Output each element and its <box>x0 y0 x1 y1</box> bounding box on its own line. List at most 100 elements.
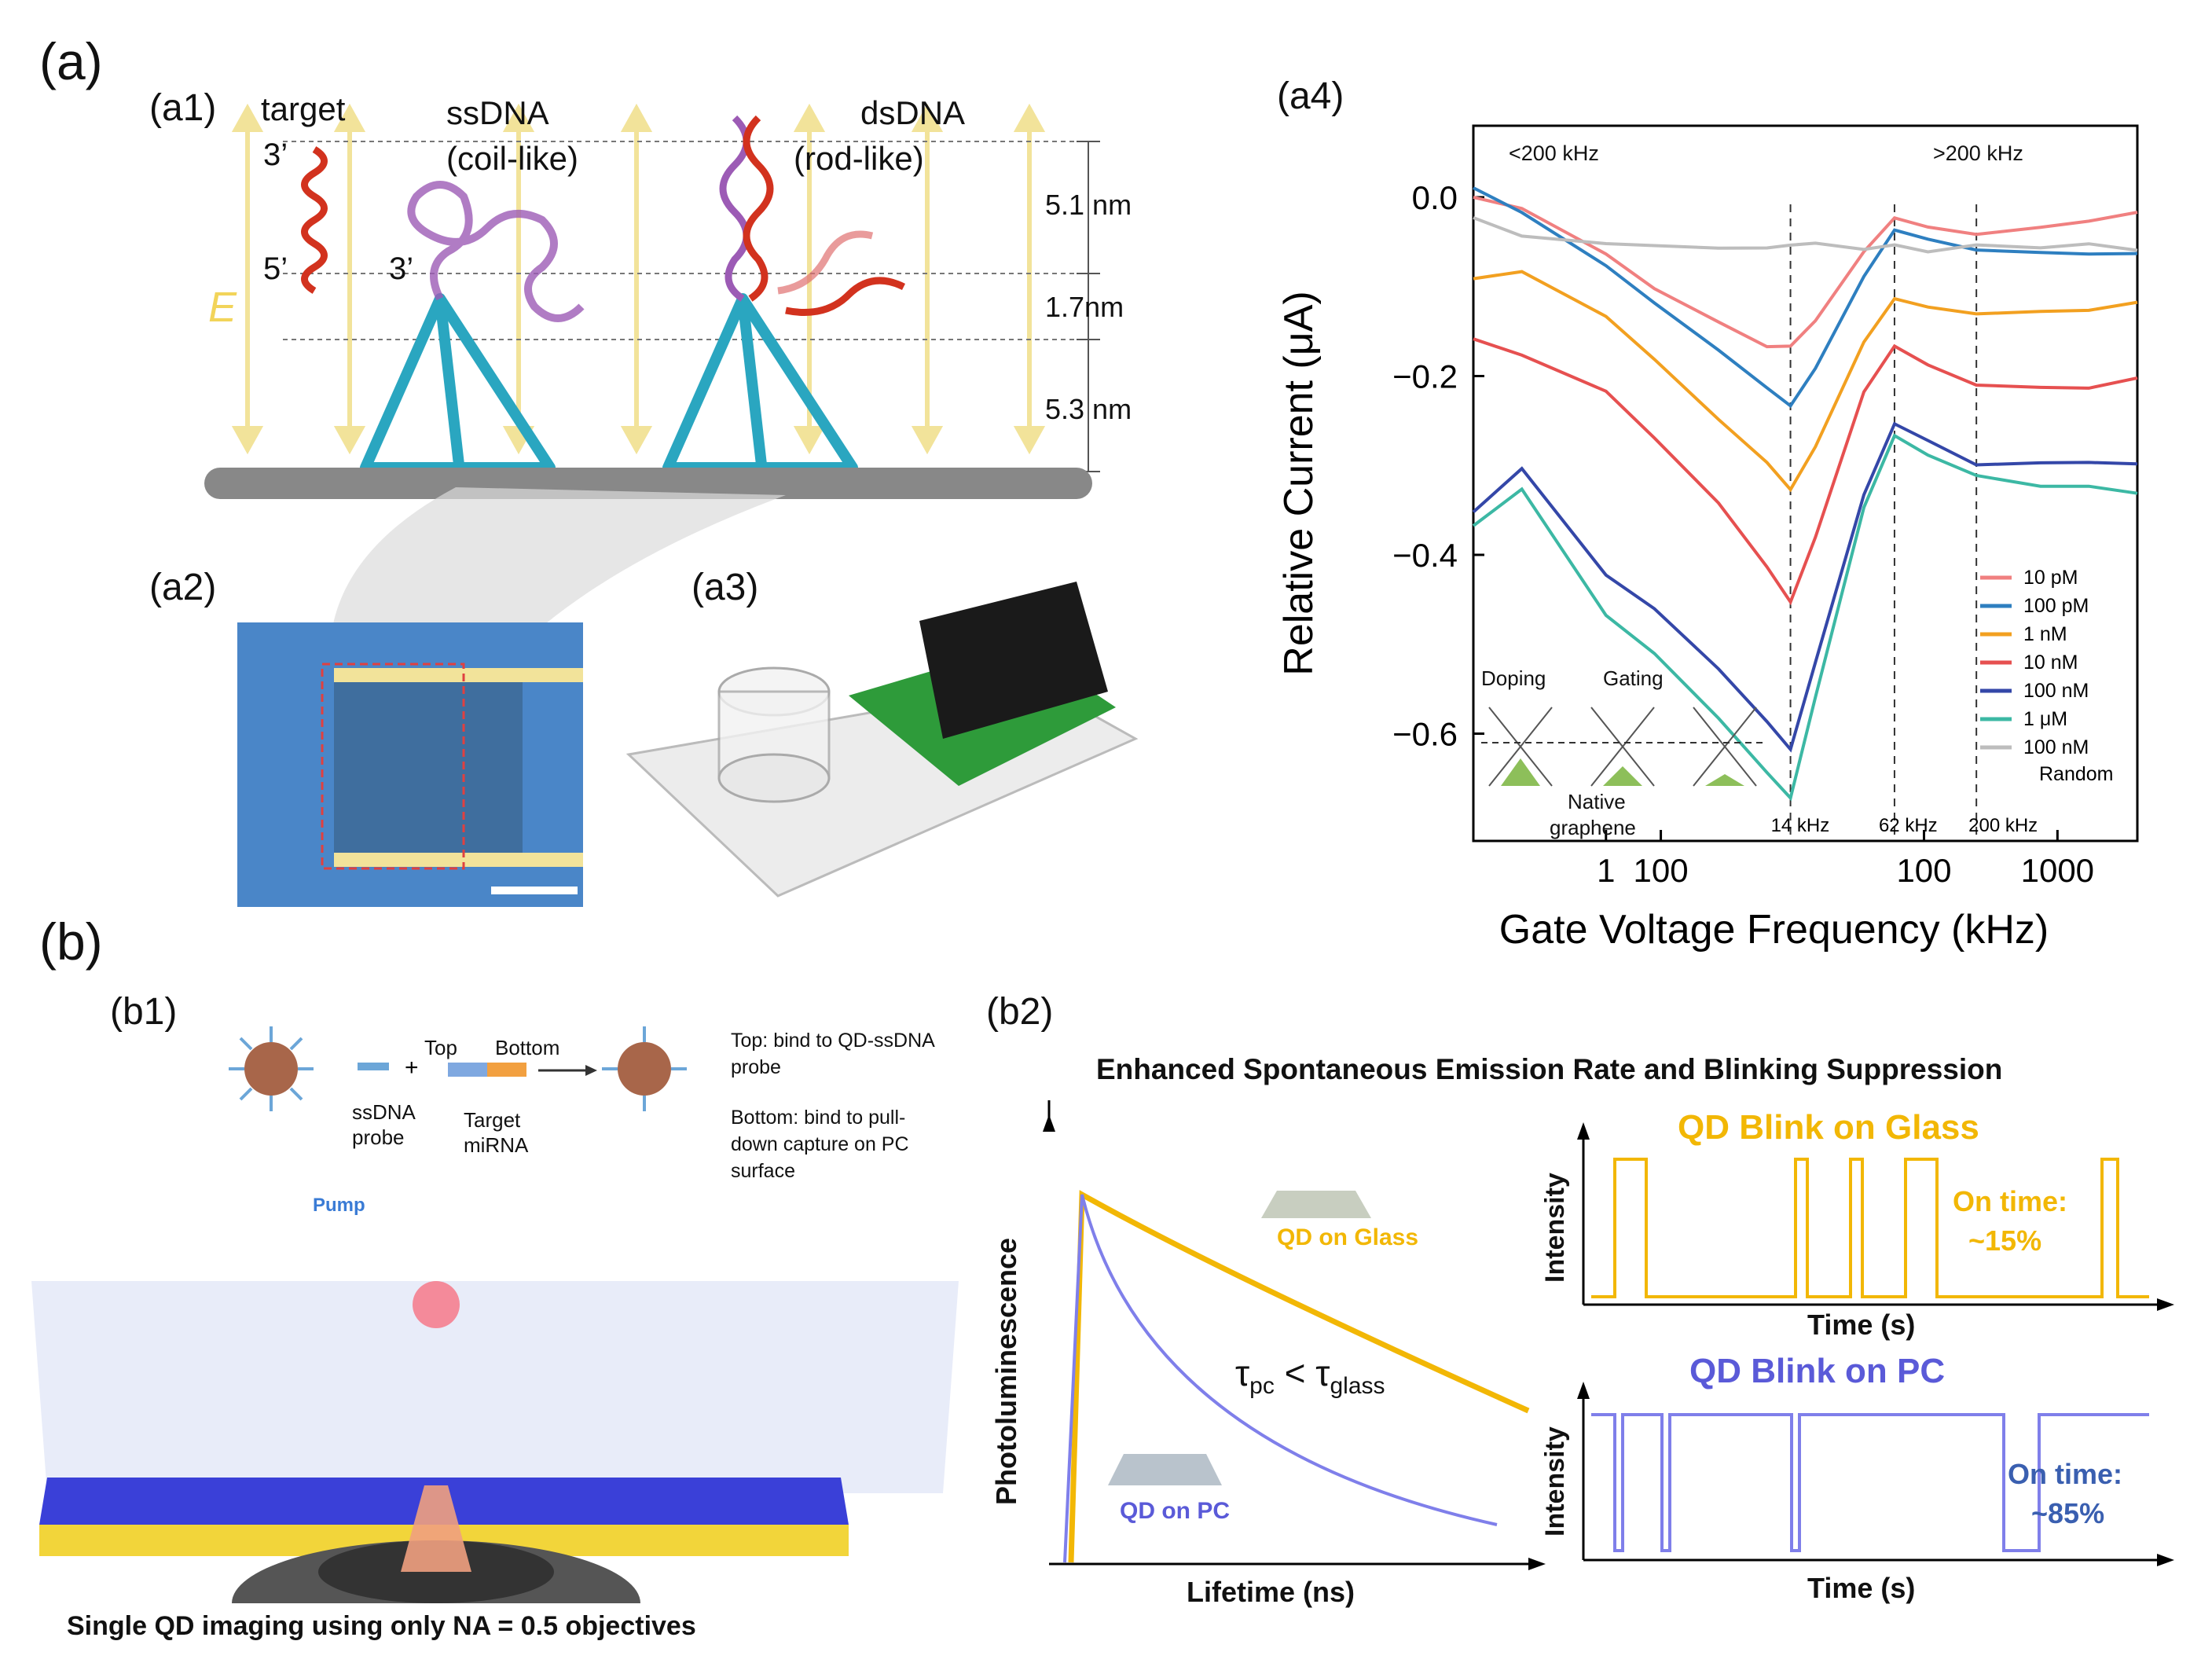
native-label: Native <box>1568 790 1626 813</box>
dsdna-rod <box>719 115 906 316</box>
qd-probe <box>229 1026 389 1111</box>
qd-glass-label: QD on Glass <box>1277 1224 1419 1250</box>
ssdna-probe-line1: ssDNA <box>352 1100 416 1124</box>
efield-arrows <box>231 103 1046 455</box>
y-tick-label: −0.6 <box>1392 716 1458 753</box>
b1-label: (b1) <box>110 991 178 1033</box>
series-line-3 <box>1473 337 2138 606</box>
pc-intensity-label: Intensity <box>1540 1426 1570 1536</box>
bottom-label: Bottom <box>495 1036 560 1059</box>
y-tick-label: 0.0 <box>1412 179 1458 216</box>
plot-frame <box>1472 124 2139 843</box>
dsdna-subtitle: (rod-like) <box>794 140 924 177</box>
target-mirna-line2: miRNA <box>464 1133 529 1157</box>
light-cone <box>31 1281 959 1493</box>
svg-text:+: + <box>405 1055 419 1081</box>
pl-ylabel: Photoluminescence <box>990 1237 1022 1505</box>
ssdna-subtitle: (coil-like) <box>446 140 578 177</box>
series-line-5 <box>1472 433 2138 802</box>
a3-label: (a3) <box>691 567 759 608</box>
legend-label-2: Random <box>2039 763 2114 785</box>
blink-glass-title: QD Blink on Glass <box>1678 1108 1979 1147</box>
a2-label: (a2) <box>149 567 217 608</box>
tau-relation: τpc < τglass <box>1235 1353 1385 1400</box>
y-axis-label: Relative Current (μA) <box>1276 291 1322 675</box>
b2-label: (b2) <box>986 991 1054 1033</box>
graphene-label: graphene <box>1550 816 1636 839</box>
ssdna-coil <box>407 181 585 322</box>
series-line-6 <box>1473 216 2138 254</box>
target-label: target <box>261 90 346 127</box>
b1-illustration: + <box>31 1026 959 1603</box>
pc-pct: ~85% <box>2031 1497 2105 1529</box>
series-line-2 <box>1473 270 2138 493</box>
dim-5-3: 5.3 nm <box>1045 393 1132 425</box>
panel-a-label: (a) <box>39 32 103 90</box>
dirac-fill <box>1603 766 1642 786</box>
b1-caption: Single QD imaging using only NA = 0.5 ob… <box>67 1611 696 1641</box>
x-axis-label: Gate Voltage Frequency (kHz) <box>1499 907 2049 953</box>
dsdna-title: dsDNA <box>860 94 966 131</box>
legend-label: 10 nM <box>2023 652 2078 674</box>
ssdna-probe-line2: probe <box>352 1125 405 1149</box>
dim-1-7: 1.7nm <box>1045 291 1124 323</box>
dirac-cone <box>1488 707 1553 787</box>
height-reference-lines <box>283 141 1084 340</box>
legend-label: 100 nM <box>2023 736 2089 758</box>
qd-pc-label: QD on PC <box>1120 1498 1230 1524</box>
glass-intensity-label: Intensity <box>1540 1173 1570 1283</box>
x-tick-label: 1000 <box>2021 852 2094 889</box>
chip-device <box>625 582 1139 898</box>
x-tick-label: 1 <box>1597 852 1615 889</box>
b2-title: Enhanced Spontaneous Emission Rate and B… <box>1096 1053 2003 1085</box>
ssdna-title: ssDNA <box>446 94 549 131</box>
series-line-0 <box>1473 196 2138 349</box>
blink-pc-title: QD Blink on PC <box>1689 1352 1946 1390</box>
target-strand <box>301 146 328 294</box>
series-line-1 <box>1473 186 2138 409</box>
x-tick-label: 100 <box>1896 852 1951 889</box>
top-label: Top <box>424 1036 457 1059</box>
a4-label: (a4) <box>1277 75 1344 117</box>
target-mirna-line1: Target <box>464 1108 521 1132</box>
prime-3-label: 3’ <box>263 138 288 172</box>
gating-label: Gating <box>1603 666 1664 690</box>
legend-label: 1 nM <box>2023 623 2067 645</box>
dirac-cone <box>1590 707 1655 787</box>
inset-high-label: >200 kHz <box>1933 141 2023 165</box>
legend-label: 10 pM <box>2023 567 2078 589</box>
glass-on-time: On time: <box>1953 1185 2068 1217</box>
b2-plots <box>1043 1100 2174 1570</box>
qd-target-complex <box>602 1026 687 1111</box>
glass-pct: ~15% <box>1968 1224 2042 1257</box>
legend-label: 1 μM <box>2023 708 2067 730</box>
graphene-layer <box>204 468 1092 499</box>
pump-label: Pump <box>313 1195 365 1216</box>
dim-5-1: 5.1 nm <box>1045 189 1132 221</box>
blink-glass-plot <box>1577 1122 2174 1311</box>
legend-label: 100 nM <box>2023 680 2089 702</box>
dirac-fill <box>1501 758 1540 786</box>
note-top-line2: probe <box>731 1056 781 1078</box>
vline-label: 200 kHz <box>1968 815 2038 836</box>
glass-time-label: Time (s) <box>1807 1309 1916 1341</box>
excited-qd <box>413 1281 460 1328</box>
legend-label: 100 pM <box>2023 595 2089 617</box>
vline-label: 62 kHz <box>1879 815 1938 836</box>
note-top-line1: Top: bind to QD-ssDNA <box>731 1030 935 1052</box>
vline-label: 14 kHz <box>1771 815 1830 836</box>
inset-low-label: <200 kHz <box>1509 141 1599 165</box>
note-bottom-line2: down capture on PC <box>731 1133 909 1155</box>
note-bottom-line3: surface <box>731 1160 795 1182</box>
a1-label: (a1) <box>149 87 217 129</box>
pc-on-time: On time: <box>2008 1458 2123 1490</box>
blink-pc-plot <box>1577 1382 2174 1566</box>
dirac-cone <box>1693 707 1757 787</box>
pc-time-label: Time (s) <box>1807 1572 1916 1604</box>
note-bottom-line1: Bottom: bind to pull- <box>731 1107 906 1129</box>
doping-label: Doping <box>1481 666 1546 690</box>
x-tick-label: 100 <box>1634 852 1689 889</box>
panel-b-label: (b) <box>39 912 103 971</box>
dirac-fill <box>1705 774 1744 786</box>
